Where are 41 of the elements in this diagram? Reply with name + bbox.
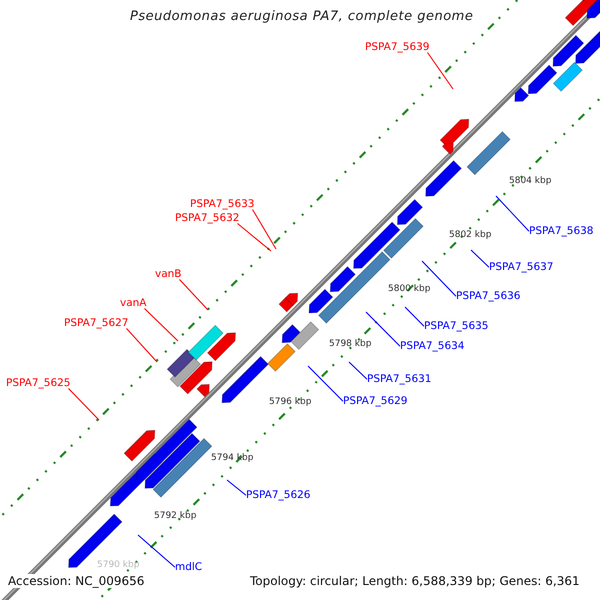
- leader-line: [126, 328, 158, 362]
- position-label: 5798 kbp: [329, 340, 372, 349]
- gene-label: mdlC: [175, 562, 202, 572]
- leader-line: [496, 196, 530, 232]
- leader-line: [68, 388, 100, 420]
- accession-text: Accession: NC_009656: [8, 574, 144, 588]
- position-label: 5792 kbp: [154, 512, 196, 521]
- leader-line: [179, 279, 208, 310]
- gene-label: PSPA7_5635: [424, 321, 488, 332]
- gene-label: PSPA7_5629: [343, 396, 408, 406]
- position-label: 5796 kbp: [269, 398, 312, 407]
- leader-line: [348, 362, 368, 380]
- gene-label: PSPA7_5637: [489, 262, 554, 272]
- leader-line: [366, 312, 400, 347]
- leader-line: [470, 250, 490, 268]
- leader-line: [422, 260, 456, 297]
- gene-label: vanB: [155, 269, 182, 280]
- leader-line: [404, 306, 424, 327]
- position-label: 5804 kbp: [509, 177, 552, 186]
- gene-label: PSPA7_5626: [246, 490, 310, 500]
- gene-label: PSPA7_5632: [175, 213, 240, 224]
- gene-label: PSPA7_5638: [529, 226, 594, 236]
- leader-line: [144, 308, 178, 342]
- genome-summary-text: Topology: circular; Length: 6,588,339 bp; Genes: 6,361: [250, 574, 580, 588]
- leader-line: [308, 366, 344, 402]
- gene-label: PSPA7_5633: [190, 199, 254, 210]
- gene-label: PSPA7_5634: [400, 341, 464, 352]
- leader-line: [237, 223, 272, 252]
- diagram-title: Pseudomonas aeruginosa PA7, complete genome: [130, 10, 474, 23]
- position-label: 5802 kbp: [449, 231, 492, 240]
- gene-label: PSPA7_5639: [365, 42, 430, 52]
- leader-line: [427, 52, 454, 90]
- leader-line: [138, 534, 176, 568]
- position-label: 5790 kbp: [97, 561, 140, 570]
- gene-label: PSPA7_5631: [367, 374, 432, 384]
- leader-line: [252, 209, 276, 250]
- gene-label: PSPA7_5636: [456, 291, 520, 302]
- gene-label: PSPA7_5627: [64, 318, 128, 328]
- gene-label: vanA: [120, 298, 146, 308]
- leader-line: [226, 480, 246, 496]
- gene-label: PSPA7_5625: [6, 378, 70, 388]
